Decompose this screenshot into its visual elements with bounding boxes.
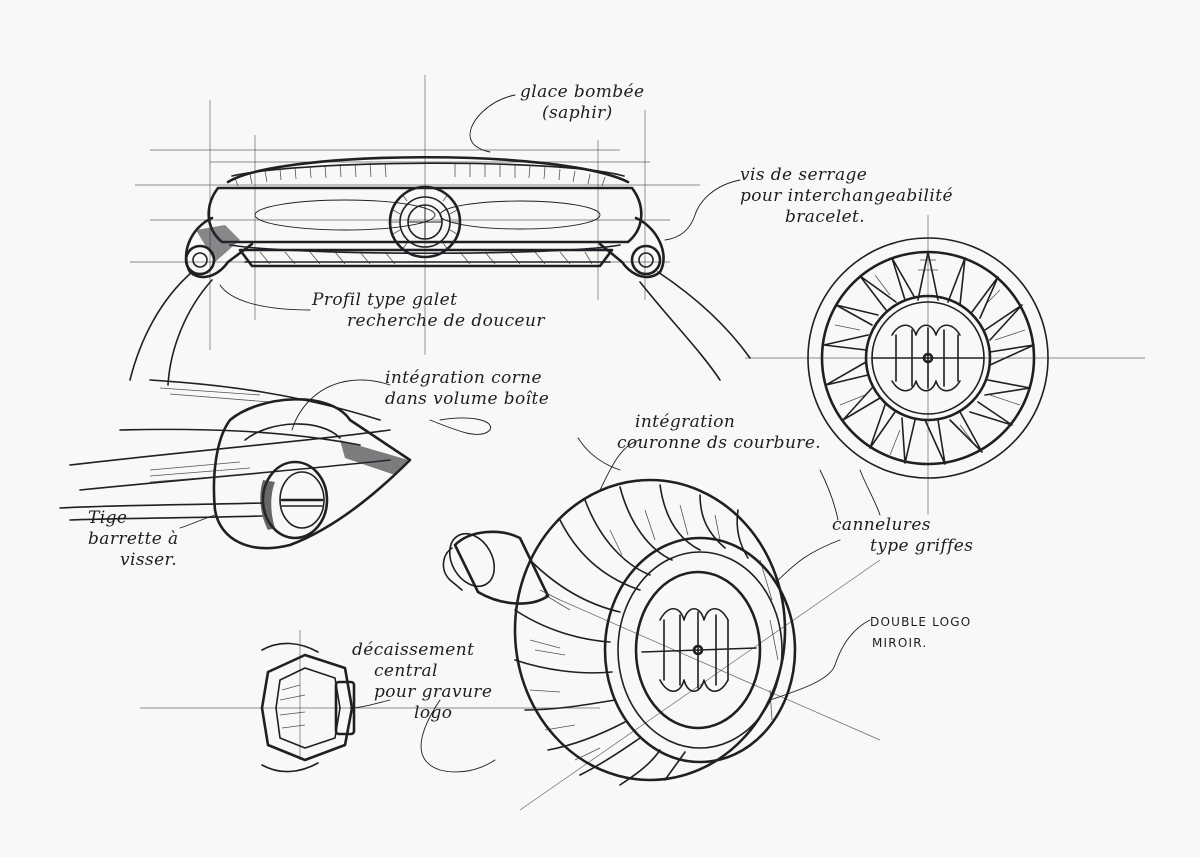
annotation-bar-line1: Tige (88, 508, 128, 528)
double-logo-mark (871, 324, 985, 392)
annotation-flutes-line1: cannelures (832, 515, 931, 535)
annotation-logo-line1: DOUBLE LOGO (870, 615, 972, 629)
annotation-screw-line2: pour interchangeabilité (740, 186, 953, 206)
annotation-flutes: cannelures type griffes (832, 515, 973, 557)
annotation-crown: intégration couronne ds courbure. (617, 412, 821, 454)
annotation-screw-line1: vis de serrage (740, 165, 868, 185)
crown-perspective-view (442, 478, 797, 786)
annotation-profile: Profil type galet recherche de douceur (312, 290, 545, 332)
crown-front-view (807, 237, 1049, 479)
annotation-glass-line1: glace bombée (520, 82, 645, 102)
annotation-profile-line2: recherche de douceur (347, 311, 545, 331)
case-side-view (129, 155, 751, 386)
annotation-lug: intégration corne dans volume boîte (385, 368, 549, 410)
annotation-flutes-line2: type griffes (870, 536, 974, 556)
lug-detail-view (59, 379, 412, 550)
annotation-crown-line1: intégration (635, 412, 736, 432)
annotation-glass: glace bombée (saphir) (520, 82, 644, 124)
leader-lines (179, 94, 881, 773)
annotation-bar-line3: visser. (120, 550, 178, 570)
annotation-logo-line2: MIROIR. (872, 636, 928, 650)
annotation-profile-line1: Profil type galet (312, 290, 458, 310)
construction-lines (130, 75, 1145, 811)
recess-detail-view (260, 642, 356, 773)
annotation-crown-line2: couronne ds courbure. (617, 433, 822, 453)
annotation-recess-line1: décaissement (352, 640, 475, 660)
annotation-logo: DOUBLE LOGO MIROIR. (870, 612, 971, 654)
annotation-screw: vis de serrage pour interchangeabilité b… (740, 165, 953, 228)
annotation-glass-line2: (saphir) (542, 103, 613, 123)
annotation-lug-line1: intégration corne (385, 368, 542, 388)
annotation-recess-line4: logo (414, 703, 453, 723)
annotation-screw-line3: bracelet. (785, 207, 866, 227)
annotation-recess: décaissement central pour gravure logo (352, 640, 492, 724)
annotation-bar: Tige barrette à visser. (88, 508, 179, 571)
annotation-lug-line2: dans volume boîte (385, 389, 550, 409)
annotation-bar-line2: barrette à (88, 529, 179, 549)
annotation-recess-line2: central (374, 661, 438, 681)
annotation-recess-line3: pour gravure (374, 682, 493, 702)
